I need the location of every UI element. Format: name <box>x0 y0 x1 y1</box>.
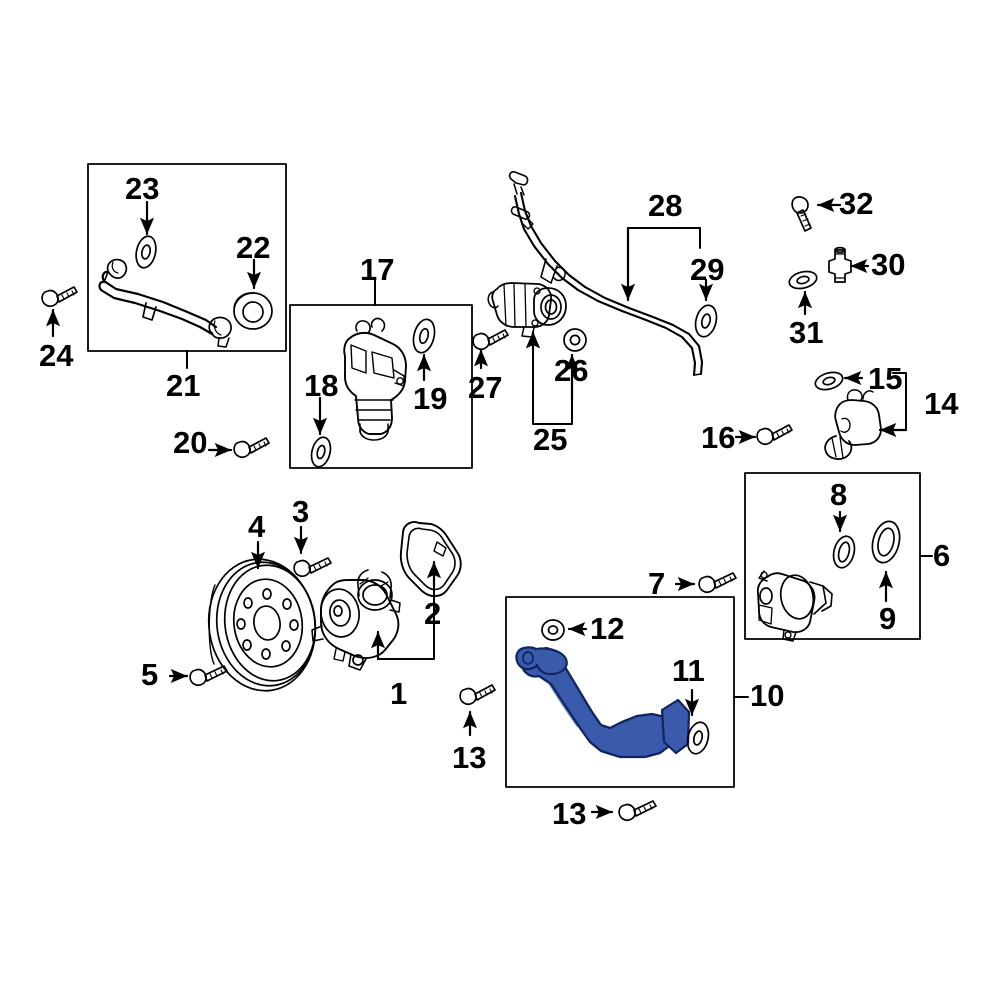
callout-label-5[interactable]: 5 <box>141 657 159 692</box>
oval-seal-icon-26 <box>563 328 587 352</box>
oval-seal-icon-9 <box>871 520 901 564</box>
callout-label-3[interactable]: 3 <box>292 494 310 529</box>
coolant-elbow-icon-14 <box>824 389 882 460</box>
callout-label-29[interactable]: 29 <box>690 252 725 287</box>
callout-label-14[interactable]: 14 <box>924 386 959 421</box>
grommet-icon-22 <box>233 292 273 330</box>
oval-seal-icon-23 <box>135 235 157 269</box>
callout-label-25[interactable]: 25 <box>533 422 568 457</box>
coolant-sensor-icon-30 <box>828 246 852 283</box>
callout-label-19[interactable]: 19 <box>413 381 448 416</box>
bolt-icon-13-bottom <box>618 800 657 822</box>
callout-label-32[interactable]: 32 <box>839 186 874 221</box>
bolt-icon-24 <box>41 286 78 308</box>
callout-label-9[interactable]: 9 <box>879 601 897 636</box>
gasket-icon-19 <box>412 318 436 354</box>
bolt-icon-32 <box>791 196 812 232</box>
callout-label-27[interactable]: 27 <box>468 370 503 405</box>
callout-label-10[interactable]: 10 <box>750 678 785 713</box>
callout-label-31[interactable]: 31 <box>789 315 824 350</box>
callout-label-18[interactable]: 18 <box>304 368 339 403</box>
callout-label-8[interactable]: 8 <box>830 477 848 512</box>
coolant-hose-icon-28 <box>508 171 704 377</box>
oval-seal-icon-15 <box>814 371 844 391</box>
callout-label-30[interactable]: 30 <box>871 247 906 282</box>
callout-label-7[interactable]: 7 <box>648 566 666 601</box>
callout-label-17[interactable]: 17 <box>360 252 395 287</box>
group-box-17 <box>289 304 473 469</box>
auxiliary-pump-icon <box>756 570 833 642</box>
gasket-icon-2 <box>399 521 462 598</box>
callout-label-20[interactable]: 20 <box>173 425 208 460</box>
thermostat-housing-icon <box>343 317 407 441</box>
callout-label-28[interactable]: 28 <box>648 188 683 223</box>
oval-seal-icon-29 <box>694 304 718 338</box>
o-ring-icon-12 <box>541 619 565 641</box>
water-pump-icon-1 <box>311 569 401 671</box>
bolt-icon-7 <box>698 572 737 594</box>
callout-label-22[interactable]: 22 <box>236 230 271 265</box>
callout-label-15[interactable]: 15 <box>868 361 903 396</box>
oval-seal-icon-18 <box>310 436 332 468</box>
callout-label-1[interactable]: 1 <box>390 676 408 711</box>
bolt-icon-27 <box>472 329 509 351</box>
callout-label-2[interactable]: 2 <box>424 596 442 631</box>
callout-label-4[interactable]: 4 <box>248 509 266 544</box>
water-pipe-icon-10 <box>515 646 691 759</box>
callout-label-13-bottom[interactable]: 13 <box>552 796 587 831</box>
coolant-tube-icon <box>98 258 232 348</box>
coolant-pump-icon-25 <box>487 282 567 338</box>
bolt-icon-13-left <box>459 684 496 706</box>
callout-label-11[interactable]: 11 <box>672 653 705 688</box>
bolt-icon-20 <box>233 437 270 459</box>
group-box-10 <box>505 596 735 788</box>
oval-seal-icon-11 <box>686 721 710 755</box>
callout-label-24[interactable]: 24 <box>39 338 74 373</box>
bolt-icon-5 <box>189 665 228 687</box>
oval-seal-icon-31 <box>788 270 818 290</box>
callout-label-21[interactable]: 21 <box>166 368 201 403</box>
callout-label-16[interactable]: 16 <box>701 420 736 455</box>
callout-label-6[interactable]: 6 <box>933 538 951 573</box>
callout-label-13-left[interactable]: 13 <box>452 740 487 775</box>
bolt-icon-3 <box>293 557 332 578</box>
bolt-icon-16 <box>756 424 793 446</box>
callout-label-12[interactable]: 12 <box>590 611 625 646</box>
callout-label-26[interactable]: 26 <box>554 353 589 388</box>
callout-label-23[interactable]: 23 <box>125 171 160 206</box>
oval-seal-icon-8 <box>832 535 856 569</box>
